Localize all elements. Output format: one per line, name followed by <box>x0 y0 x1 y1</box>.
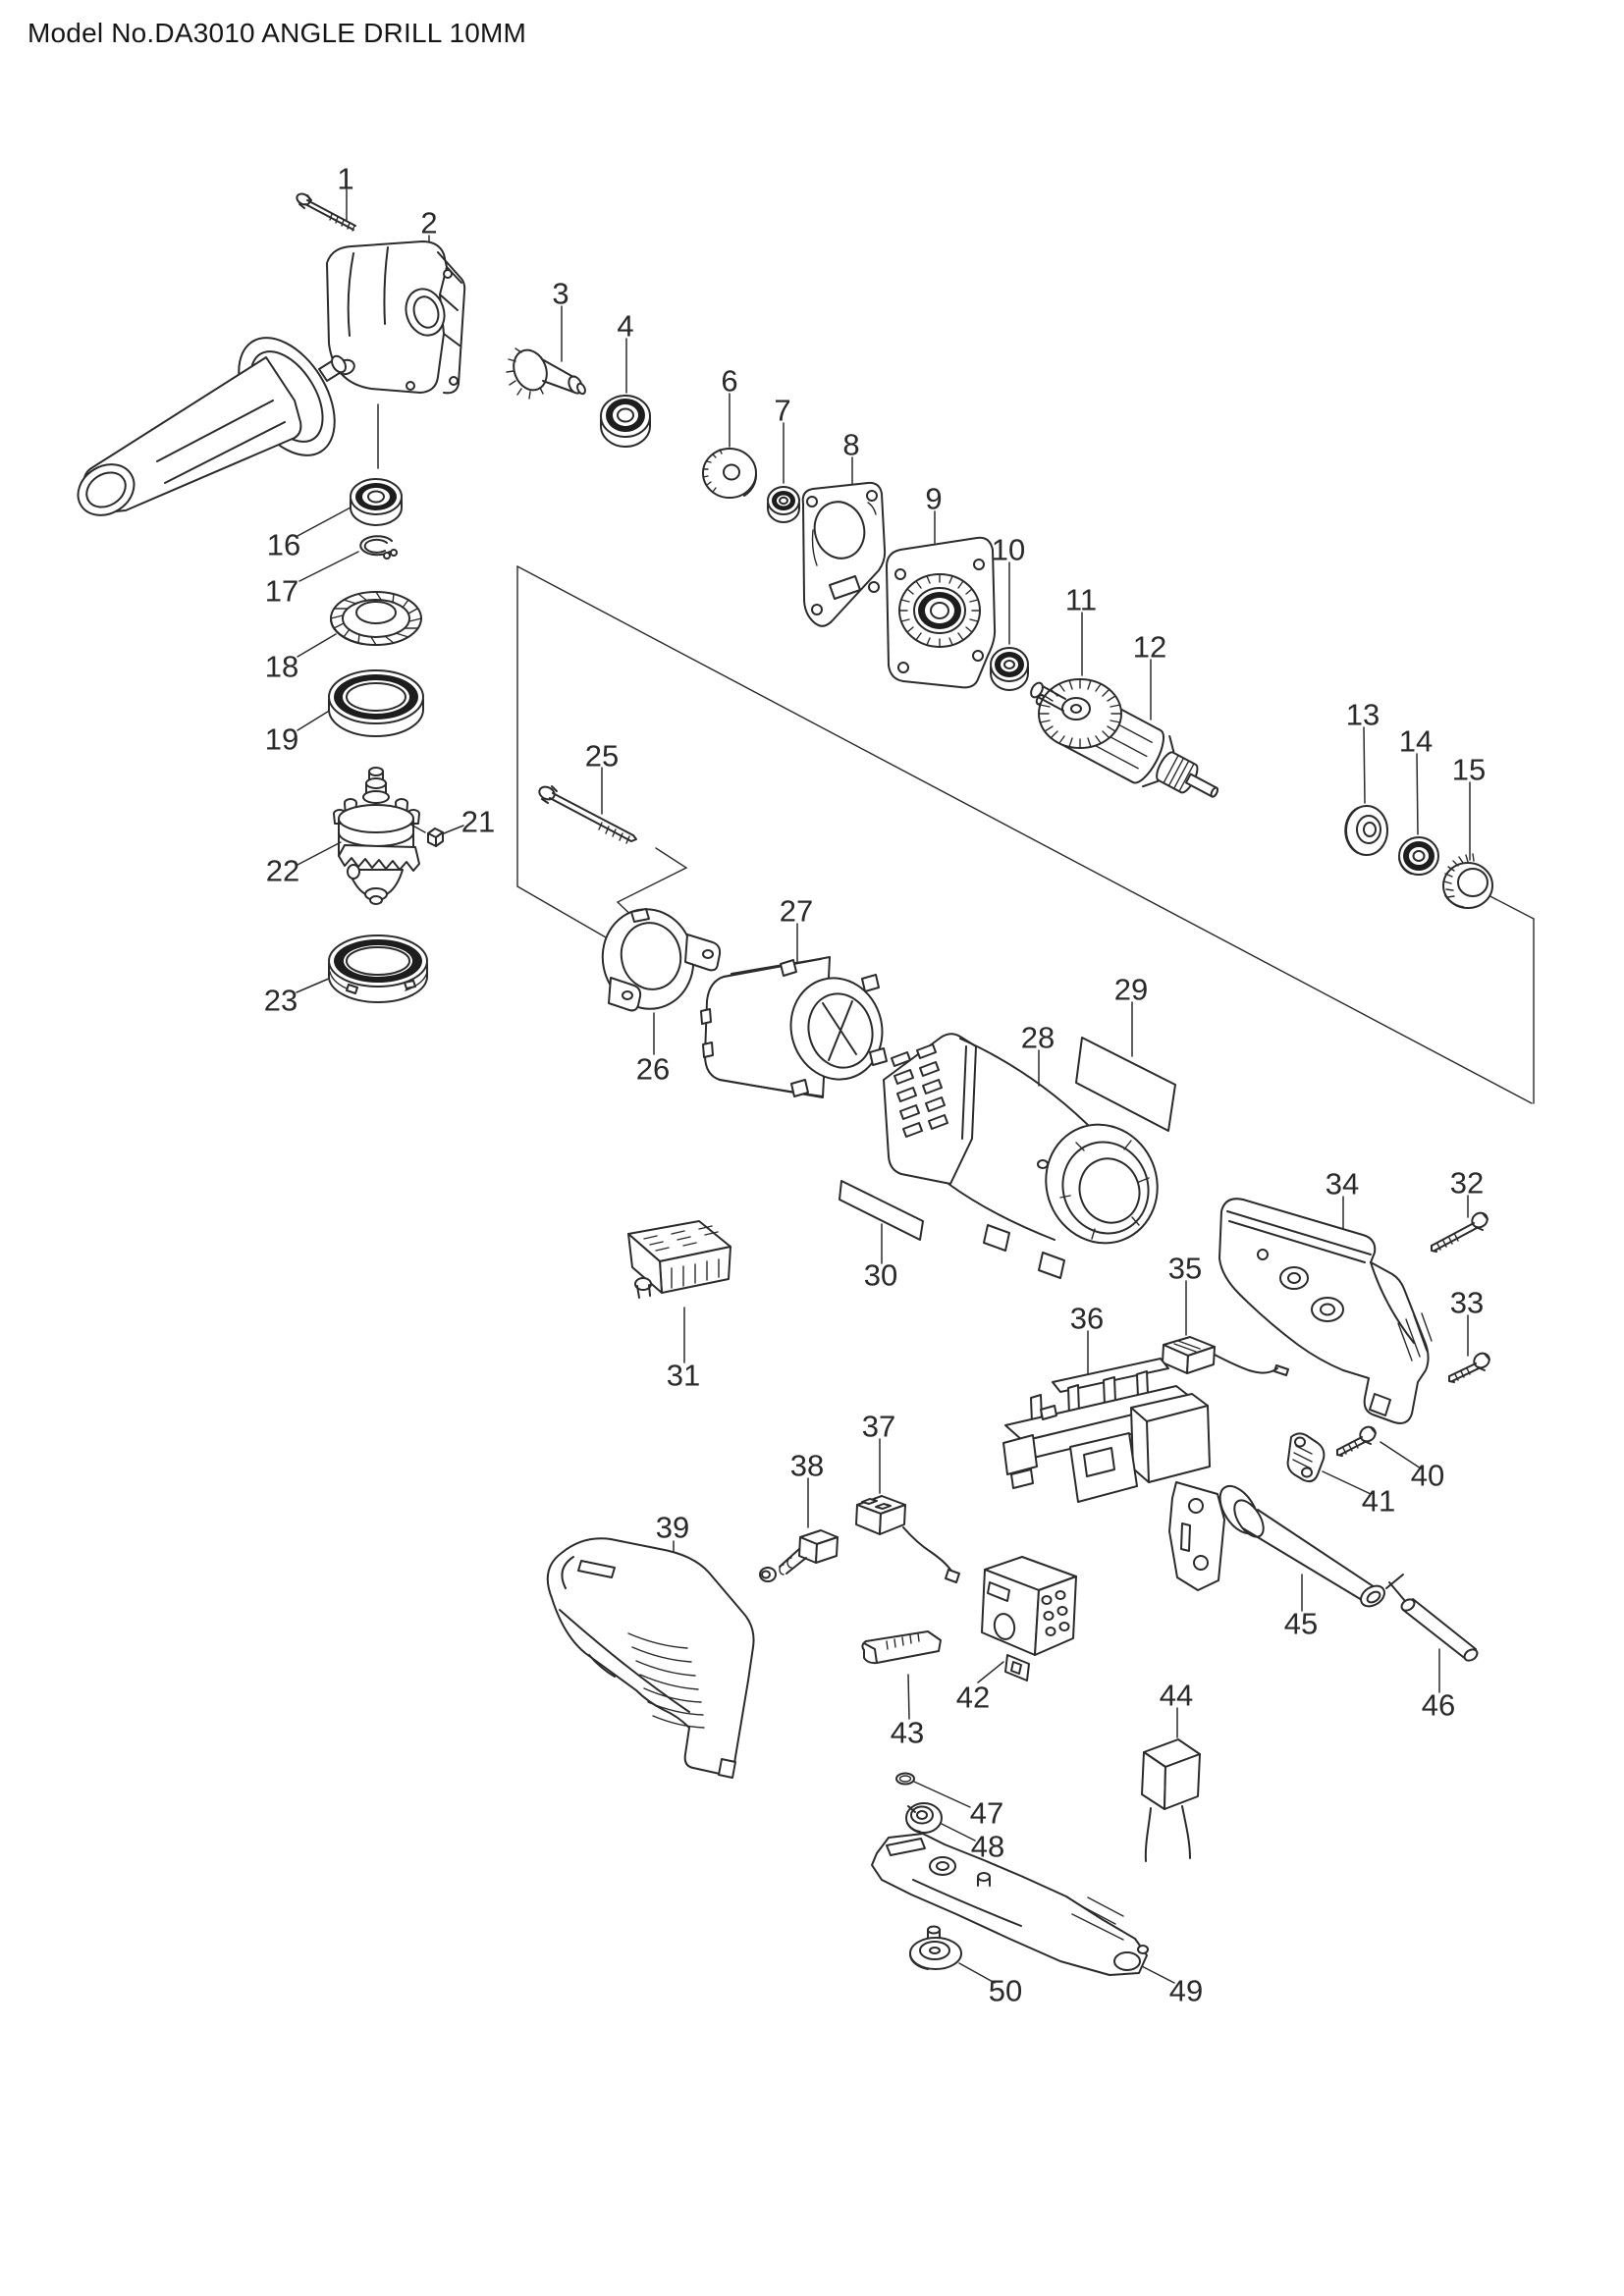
part-22-drill-chuck <box>333 767 420 905</box>
part-36-switch-base <box>1002 1358 1225 1591</box>
part-42-switch <box>981 1556 1077 1682</box>
part-4-bearing <box>600 395 651 448</box>
part-11-fan-gear <box>1030 678 1122 749</box>
part-38-carbon-brush <box>759 1529 839 1582</box>
part-label-2: 2 <box>420 206 437 240</box>
part-label-25: 25 <box>585 739 619 774</box>
part-13-washer <box>1344 805 1388 856</box>
part-label-8: 8 <box>842 428 859 462</box>
part-label-45: 45 <box>1284 1607 1318 1641</box>
part-32-screw <box>1431 1211 1489 1253</box>
part-label-21: 21 <box>461 805 495 839</box>
part-45-cord-guard <box>1218 1484 1385 1608</box>
part-label-32: 32 <box>1450 1166 1484 1201</box>
part-41-cord-clip <box>1286 1432 1326 1483</box>
part-label-26: 26 <box>636 1052 670 1087</box>
part-30-label <box>839 1180 924 1241</box>
part-17-retaining-ring <box>359 535 398 560</box>
part-label-23: 23 <box>264 984 298 1018</box>
part-label-37: 37 <box>862 1410 895 1444</box>
part-27-field-stator <box>700 956 888 1098</box>
part-label-46: 46 <box>1422 1688 1455 1723</box>
part-40-screw <box>1336 1425 1377 1457</box>
part-label-36: 36 <box>1070 1302 1104 1336</box>
part-label-33: 33 <box>1450 1286 1484 1320</box>
part-label-34: 34 <box>1326 1167 1359 1201</box>
part-35-brush-holder <box>1162 1336 1289 1376</box>
part-label-31: 31 <box>667 1359 700 1393</box>
part-label-35: 35 <box>1168 1252 1202 1286</box>
part-18-bevel-gear <box>330 591 422 646</box>
part-50-dial <box>909 1925 962 1970</box>
part-44-terminal-plug <box>1141 1738 1201 1862</box>
part-label-38: 38 <box>790 1449 824 1483</box>
part-26-baffle-ring <box>601 908 722 1012</box>
part-label-10: 10 <box>992 533 1025 567</box>
part-label-18: 18 <box>265 650 298 684</box>
part-19-seal-ring <box>328 669 424 737</box>
part-47-o-ring <box>895 1772 915 1786</box>
part-label-30: 30 <box>864 1258 897 1293</box>
part-label-43: 43 <box>891 1716 924 1750</box>
part-label-47: 47 <box>970 1796 1003 1831</box>
part-10-bearing <box>990 647 1029 691</box>
part-33-screw <box>1448 1352 1490 1383</box>
part-3-pinion-gear <box>506 347 586 400</box>
part-label-49: 49 <box>1169 1974 1203 2008</box>
part-8-gasket-plate <box>801 481 887 627</box>
part-label-9: 9 <box>925 482 942 516</box>
part-29-name-plate <box>1075 1037 1176 1132</box>
part-15-bearing-retainer <box>1442 853 1493 909</box>
part-label-19: 19 <box>265 722 298 757</box>
side-handle <box>77 337 347 516</box>
part-48-knob <box>905 1802 943 1834</box>
part-label-44: 44 <box>1160 1679 1193 1713</box>
part-label-29: 29 <box>1114 973 1148 1007</box>
part-6-gear <box>702 448 758 499</box>
part-2-gear-housing <box>326 240 466 395</box>
part-31-vented-cover <box>627 1220 731 1299</box>
part-label-13: 13 <box>1346 698 1380 732</box>
part-1-screw <box>296 192 356 232</box>
part-label-41: 41 <box>1362 1484 1395 1519</box>
part-9-bearing-box <box>886 536 997 689</box>
part-label-22: 22 <box>266 854 299 888</box>
part-label-16: 16 <box>267 528 300 562</box>
part-label-3: 3 <box>552 277 568 311</box>
part-25-screw <box>538 785 637 844</box>
part-label-40: 40 <box>1411 1459 1444 1493</box>
part-label-11: 11 <box>1065 583 1097 617</box>
boundary-lines <box>516 565 1535 1104</box>
part-46-cord <box>1385 1574 1479 1662</box>
part-label-12: 12 <box>1133 630 1166 665</box>
part-label-1: 1 <box>337 162 353 196</box>
part-21-key <box>427 828 444 847</box>
part-14-bearing <box>1398 836 1439 876</box>
part-16-bearing <box>350 478 403 526</box>
part-label-7: 7 <box>774 394 790 428</box>
part-label-14: 14 <box>1399 724 1433 759</box>
part-39-handle-cover-left <box>546 1537 755 1779</box>
part-label-48: 48 <box>971 1830 1004 1864</box>
part-label-28: 28 <box>1021 1021 1055 1055</box>
leader-lines <box>296 188 1471 1984</box>
part-28-motor-housing <box>883 1033 1159 1279</box>
part-label-17: 17 <box>265 574 298 609</box>
part-label-4: 4 <box>617 309 633 344</box>
part-label-39: 39 <box>656 1511 689 1545</box>
part-37-brush-holder <box>855 1495 960 1583</box>
part-43-slide-button <box>861 1630 942 1665</box>
part-34-handle-cover-right <box>1218 1198 1433 1424</box>
part-label-50: 50 <box>989 1974 1022 2008</box>
part-49-base-bracket <box>871 1833 1149 1976</box>
part-label-42: 42 <box>956 1681 990 1715</box>
part-label-27: 27 <box>780 894 813 929</box>
part-number-labels: 1234678910111213141516171819212223252627… <box>264 162 1486 2008</box>
part-23-chuck-ring <box>328 934 428 1003</box>
page-title: Model No.DA3010 ANGLE DRILL 10MM <box>27 18 527 48</box>
part-label-15: 15 <box>1452 753 1486 787</box>
part-7-bearing <box>767 486 800 523</box>
part-label-6: 6 <box>721 364 737 399</box>
